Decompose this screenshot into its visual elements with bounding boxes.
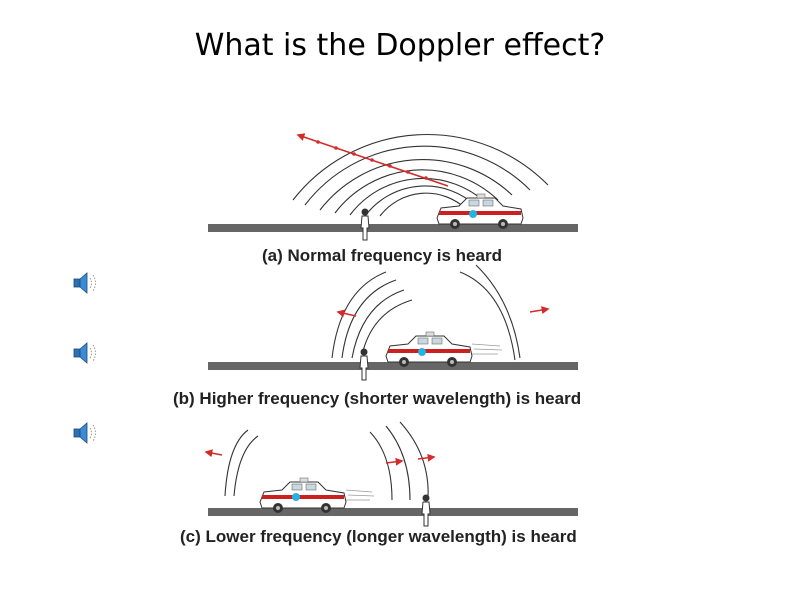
- panel-b-arrow-right: [529, 306, 550, 314]
- panel-c-road: [208, 508, 578, 516]
- panel-c-arrow-right-2: [417, 453, 436, 462]
- speaker-icon: [73, 272, 96, 294]
- panel-b-road: [208, 362, 578, 370]
- panel-b-arrow-left: [336, 309, 357, 318]
- panel-c-arrow-right: [385, 457, 404, 466]
- panel-c-scene: [204, 421, 578, 527]
- audio-button-a[interactable]: [72, 270, 102, 296]
- slide-title: What is the Doppler effect?: [194, 28, 606, 63]
- panel-b-listener: [359, 348, 369, 381]
- panel-c-waves: [224, 421, 429, 501]
- panel-b-car: [385, 331, 473, 368]
- panel-b-waves: [331, 264, 521, 361]
- panel-a-car: [436, 193, 524, 230]
- panel-c-caption: (c) Lower frequency (longer wavelength) …: [180, 527, 577, 546]
- audio-button-b[interactable]: [72, 340, 102, 366]
- panel-b-scene: [208, 264, 578, 381]
- panel-a-listener: [360, 208, 370, 241]
- speaker-icon: [73, 422, 96, 444]
- panel-c-car: [259, 477, 347, 514]
- panel-a-scene: [208, 133, 578, 241]
- audio-button-c[interactable]: [72, 420, 102, 446]
- speaker-icon: [73, 342, 96, 364]
- panel-c-listener: [421, 494, 431, 527]
- panel-a-caption: (a) Normal frequency is heard: [262, 246, 502, 265]
- panel-b-caption: (b) Higher frequency (shorter wavelength…: [173, 389, 581, 408]
- panel-c-arrow-left: [204, 449, 223, 458]
- panel-a-road: [208, 224, 578, 232]
- panel-a-waves: [292, 134, 549, 217]
